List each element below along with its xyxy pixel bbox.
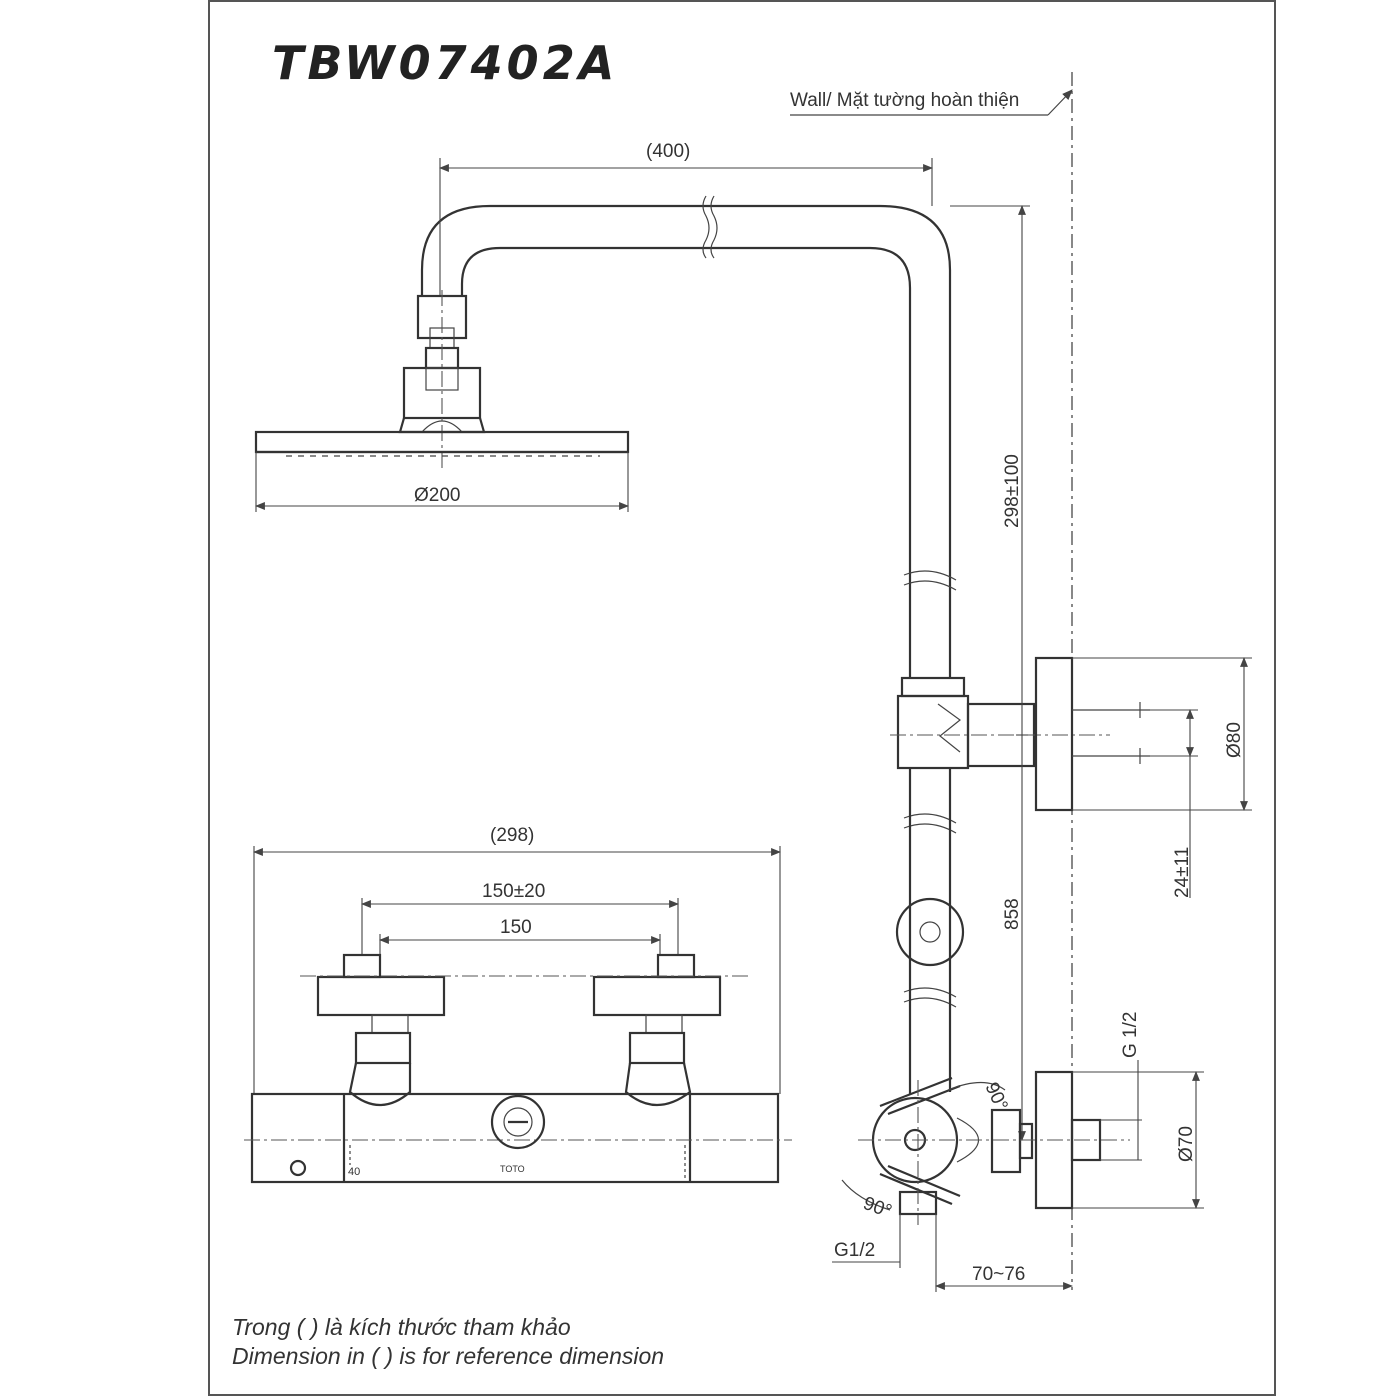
riser-height-label: 858	[1002, 898, 1023, 930]
wall-bracket-plate	[1034, 656, 1150, 812]
inlet-thread-bottom-label: G1/2	[834, 1240, 875, 1261]
thermostatic-mixer	[244, 953, 792, 1184]
mixer-length-label: (298)	[490, 825, 534, 846]
wall-label: Wall/ Mặt tường hoàn thiện	[790, 90, 1019, 111]
sliding-bracket	[890, 676, 1110, 770]
wall-connector	[1034, 1060, 1204, 1210]
head-diameter-label: Ø200	[414, 485, 460, 506]
dimension-riser	[950, 205, 1030, 1141]
centers-adjust-label: 150±20	[482, 881, 545, 902]
shower-arm-pipe	[420, 195, 952, 678]
bracket-offset-label: 24±11	[1172, 847, 1193, 898]
temperature-scale-label: 40	[348, 1166, 360, 1178]
hand-shower-holder	[895, 897, 965, 967]
dimension-bracket-diameter	[1072, 657, 1252, 811]
dimension-arm-length-label: (400)	[646, 141, 690, 162]
riser-break-marks	[903, 570, 957, 1008]
lower-riser-pipe	[908, 768, 952, 1095]
bracket-diameter-label: Ø80	[1224, 722, 1245, 758]
riser-adjust-label: 298±100	[1002, 454, 1023, 528]
centers-label: 150	[500, 917, 532, 938]
reference-note-en: Dimension in ( ) is for reference dimens…	[232, 1343, 665, 1369]
wall-line	[790, 72, 1073, 1290]
dimension-mixer	[253, 846, 781, 1094]
model-title: TBW07402A	[272, 36, 619, 90]
shower-head-connector	[398, 290, 486, 470]
drawing-sheet-border	[208, 0, 1276, 1396]
diverter-valve	[841, 1076, 1130, 1225]
connector-diameter-label: Ø70	[1176, 1126, 1197, 1162]
dimension-bottom	[832, 1214, 1073, 1292]
dimension-bracket-offset	[1150, 709, 1198, 898]
inlet-thread-side-label: G 1/2	[1120, 1012, 1141, 1058]
reference-note-vi: Trong ( ) là kích thước tham khảo	[232, 1314, 571, 1340]
dimension-arm-length	[439, 158, 933, 296]
shower-head	[254, 430, 630, 512]
brand-mark: TOTO	[500, 1164, 525, 1174]
angle-bottom-label: 90°	[860, 1193, 894, 1223]
wall-distance-label: 70~76	[972, 1264, 1025, 1285]
